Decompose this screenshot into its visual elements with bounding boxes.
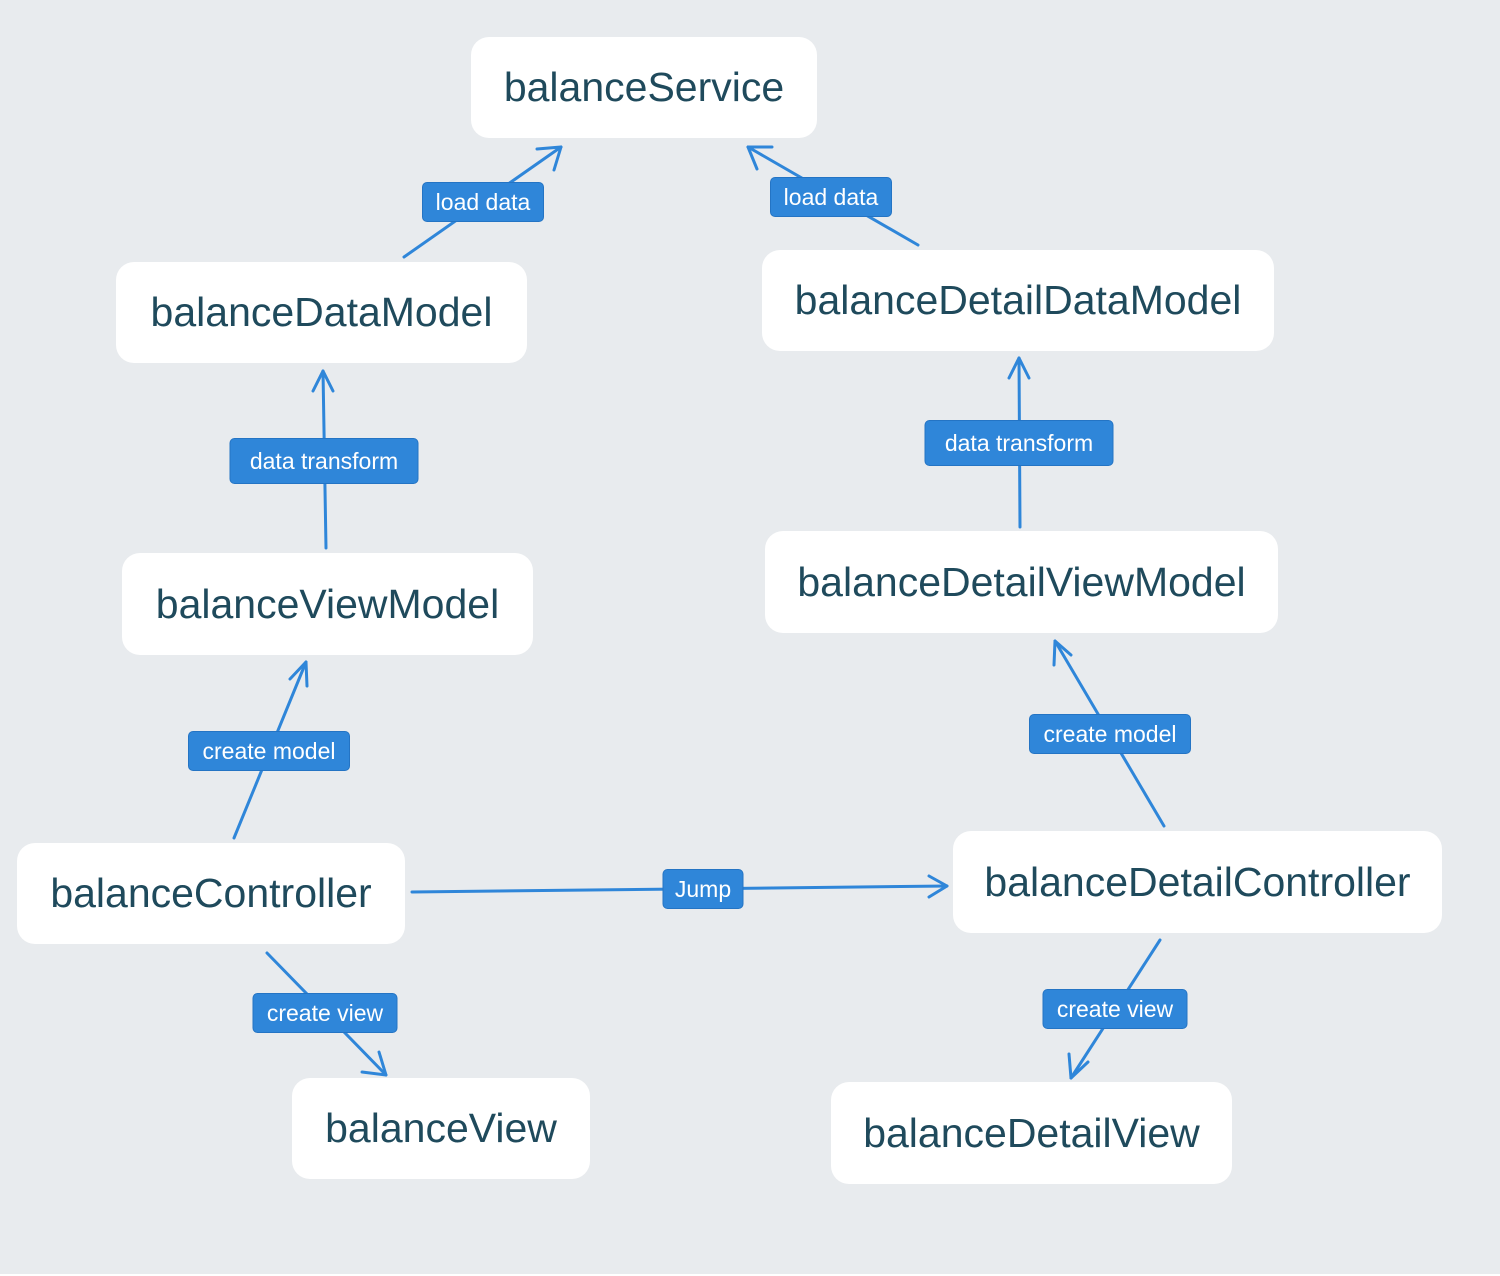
node-balance-controller: balanceController [17,843,405,944]
arrowhead-icon [535,145,563,172]
node-balance-data-model: balanceDataModel [116,262,527,363]
edge-label-jump: Jump [662,869,744,909]
edge-label-load-data-left: load data [422,182,544,222]
arrowhead-icon [360,1050,388,1077]
arrowhead-icon [746,145,774,171]
edge-label-data-transform-left: data transform [229,438,419,484]
arrowhead-icon [1052,639,1073,667]
arrowhead-icon [1067,1052,1090,1080]
node-balance-detail-controller: balanceDetailController [953,831,1442,933]
arrowhead-icon [1007,356,1031,380]
edge-label-create-view-left: create view [252,993,398,1033]
edge-label-create-model-right: create model [1029,714,1191,754]
node-balance-view-model: balanceViewModel [122,553,533,655]
edge-label-create-view-right: create view [1042,989,1188,1029]
arrowhead-icon [288,660,309,688]
arrowhead-icon [927,874,949,899]
arrowhead-icon [311,369,335,393]
edge-label-create-model-left: create model [188,731,350,771]
edge-label-data-transform-right: data transform [924,420,1114,466]
node-balance-detail-data-model: balanceDetailDataModel [762,250,1274,351]
node-balance-service: balanceService [471,37,817,138]
node-balance-detail-view-model: balanceDetailViewModel [765,531,1278,633]
node-balance-detail-view: balanceDetailView [831,1082,1232,1184]
node-balance-view: balanceView [292,1078,590,1179]
edge-label-load-data-right: load data [770,177,892,217]
